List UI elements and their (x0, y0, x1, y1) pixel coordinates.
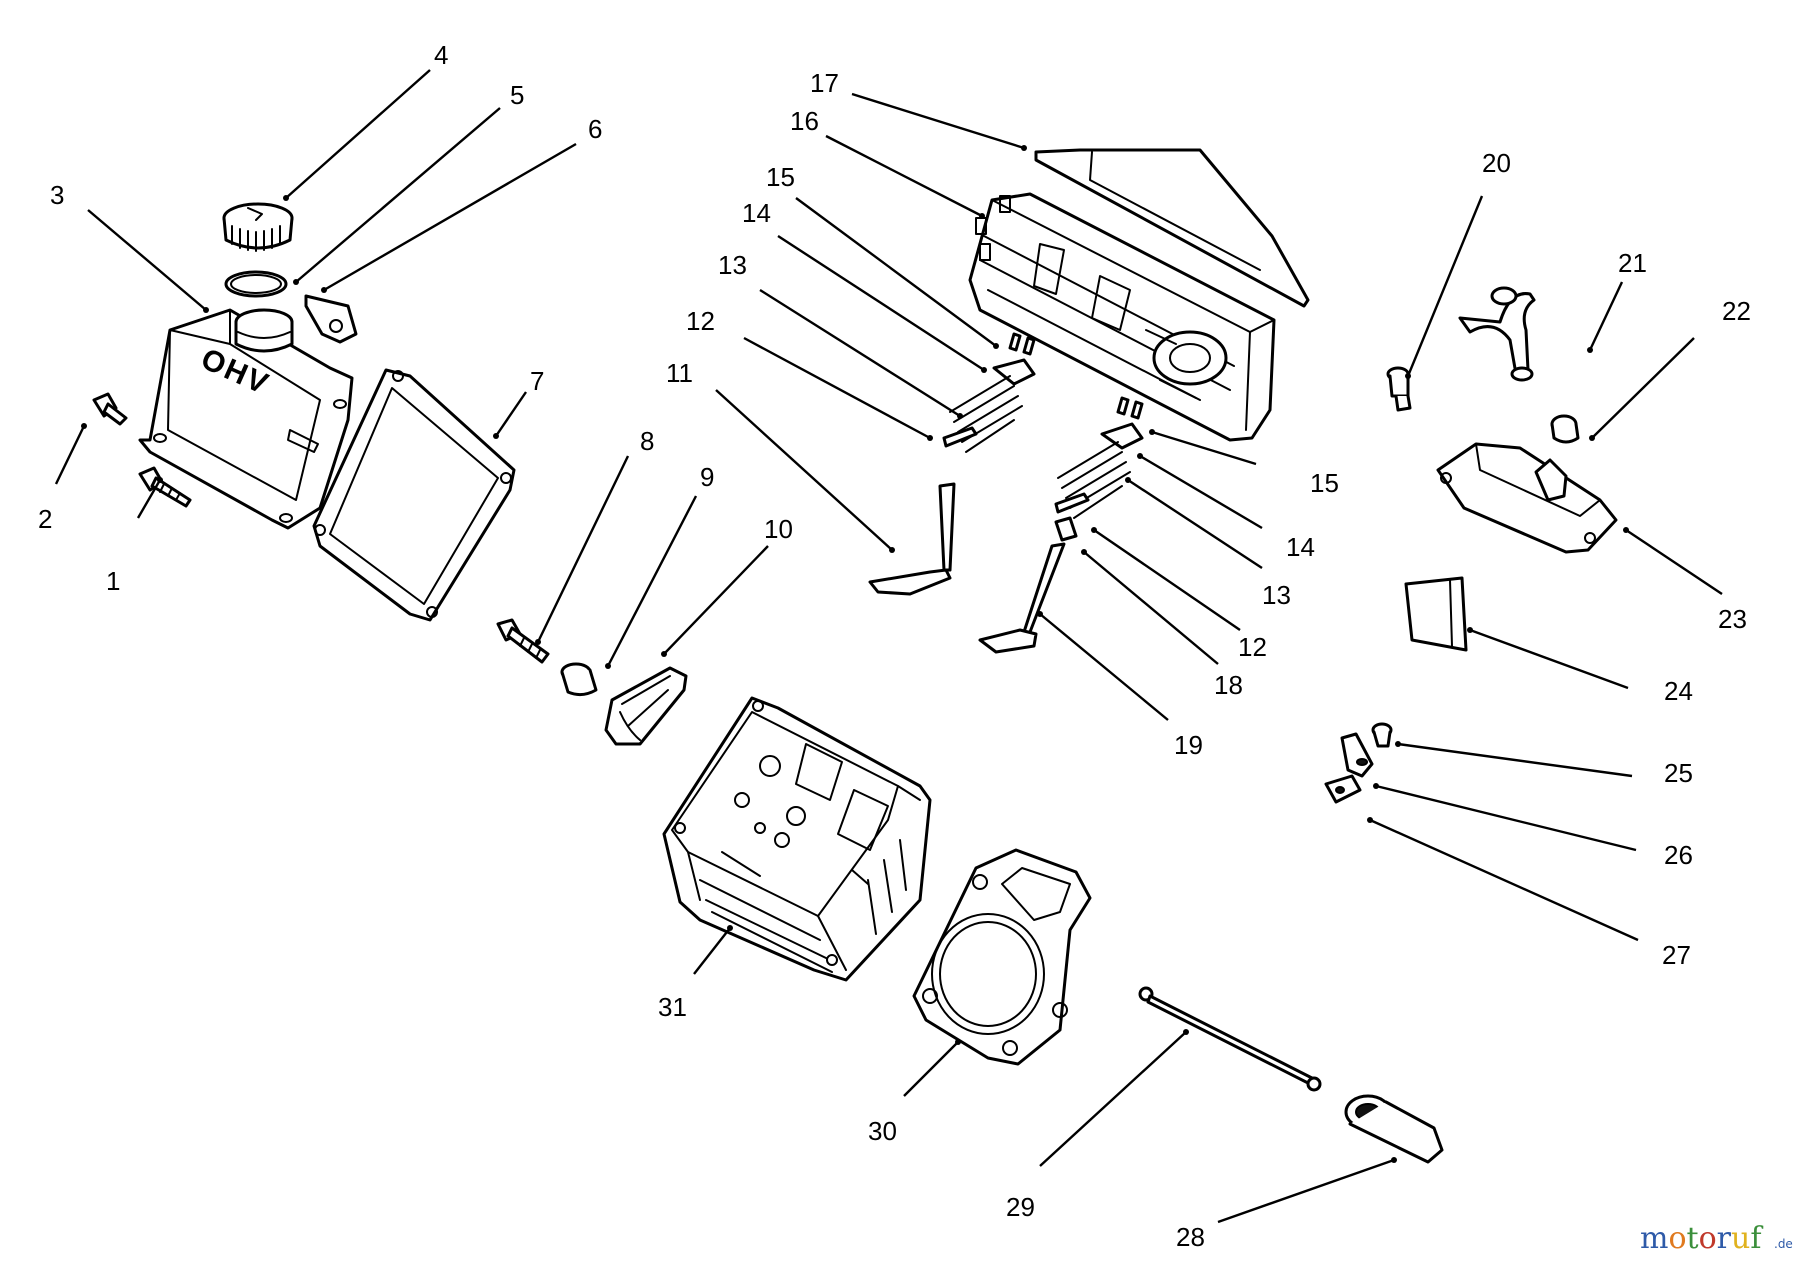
callout-22: 22 (1722, 296, 1751, 326)
callout-3: 3 (50, 180, 64, 210)
callout-12-left: 12 (686, 306, 715, 336)
callout-7: 7 (530, 366, 544, 396)
callout-14-left: 14 (742, 198, 771, 228)
part-o-ring (224, 270, 288, 298)
watermark-letter: t (1687, 1221, 1699, 1256)
callout-30: 30 (868, 1116, 897, 1146)
callout-28: 28 (1176, 1222, 1205, 1252)
callout-8: 8 (640, 426, 654, 456)
callout-31: 31 (658, 992, 687, 1022)
callout-16: 16 (790, 106, 819, 136)
part-valve-cover: OHV (138, 308, 354, 530)
callout-15-left: 15 (766, 162, 795, 192)
callout-20: 20 (1482, 148, 1511, 178)
callout-19: 19 (1174, 730, 1203, 760)
watermark-letter: o (1668, 1221, 1686, 1256)
site-watermark: motoruf .de (1640, 1221, 1793, 1256)
watermark-letter: f (1750, 1221, 1763, 1256)
callout-5: 5 (510, 80, 524, 110)
callout-25: 25 (1664, 758, 1693, 788)
part-valve-set-left (868, 332, 1036, 596)
callout-1: 1 (106, 566, 120, 596)
part-fitting (1386, 366, 1412, 412)
callout-26: 26 (1664, 840, 1693, 870)
callout-15-right: 15 (1310, 468, 1339, 498)
watermark-letter: m (1640, 1221, 1668, 1256)
part-breather-tube (1458, 286, 1536, 382)
part-valve-set-right (978, 396, 1144, 654)
callout-18: 18 (1214, 670, 1243, 700)
callout-17: 17 (810, 68, 839, 98)
leader-lines (54, 69, 1723, 1224)
callout-24: 24 (1664, 676, 1693, 706)
part-push-rod (1138, 986, 1322, 1092)
part-head-gasket (912, 848, 1092, 1066)
callout-4: 4 (434, 40, 448, 70)
part-oil-cap (222, 202, 294, 252)
part-rocker-plate (1034, 148, 1310, 308)
part-clamp (1550, 414, 1580, 444)
callout-labels: 1 2 3 4 5 6 7 8 9 10 11 12 13 14 15 16 1… (38, 40, 1751, 1252)
callout-12-right: 12 (1238, 632, 1267, 662)
watermark-suffix: .de (1774, 1237, 1793, 1251)
callout-2: 2 (38, 504, 52, 534)
watermark-letter: u (1731, 1221, 1750, 1256)
part-screw-25 (1371, 722, 1393, 748)
part-breather-plate (304, 294, 358, 344)
callout-14-right: 14 (1286, 532, 1315, 562)
callout-6: 6 (588, 114, 602, 144)
part-breather-cover (1436, 442, 1618, 554)
callout-21: 21 (1618, 248, 1647, 278)
part-tappet (1344, 1094, 1444, 1164)
watermark-logo: motoruf (1640, 1221, 1763, 1256)
part-rocker-arm (604, 666, 688, 746)
callout-27: 27 (1662, 940, 1691, 970)
watermark-letter: o (1699, 1221, 1717, 1256)
part-bracket (1340, 732, 1374, 778)
part-breather-reed (1404, 576, 1468, 652)
part-clip (1324, 774, 1362, 804)
callout-10: 10 (764, 514, 793, 544)
callout-13-right: 13 (1262, 580, 1291, 610)
callout-29: 29 (1006, 1192, 1035, 1222)
part-cylinder-block (968, 192, 1276, 442)
part-cylinder-head (662, 696, 932, 982)
watermark-letter: r (1717, 1221, 1732, 1256)
part-bolt-short (92, 392, 128, 426)
part-drawings: OHV (92, 148, 1618, 1164)
callout-13-left: 13 (718, 250, 747, 280)
callout-9: 9 (700, 462, 714, 492)
part-cover-gasket (312, 368, 516, 622)
part-bolt-long (138, 466, 192, 508)
callout-23: 23 (1718, 604, 1747, 634)
part-pivot (560, 662, 598, 697)
callout-11: 11 (666, 358, 693, 388)
part-rocker-stud (496, 618, 550, 664)
